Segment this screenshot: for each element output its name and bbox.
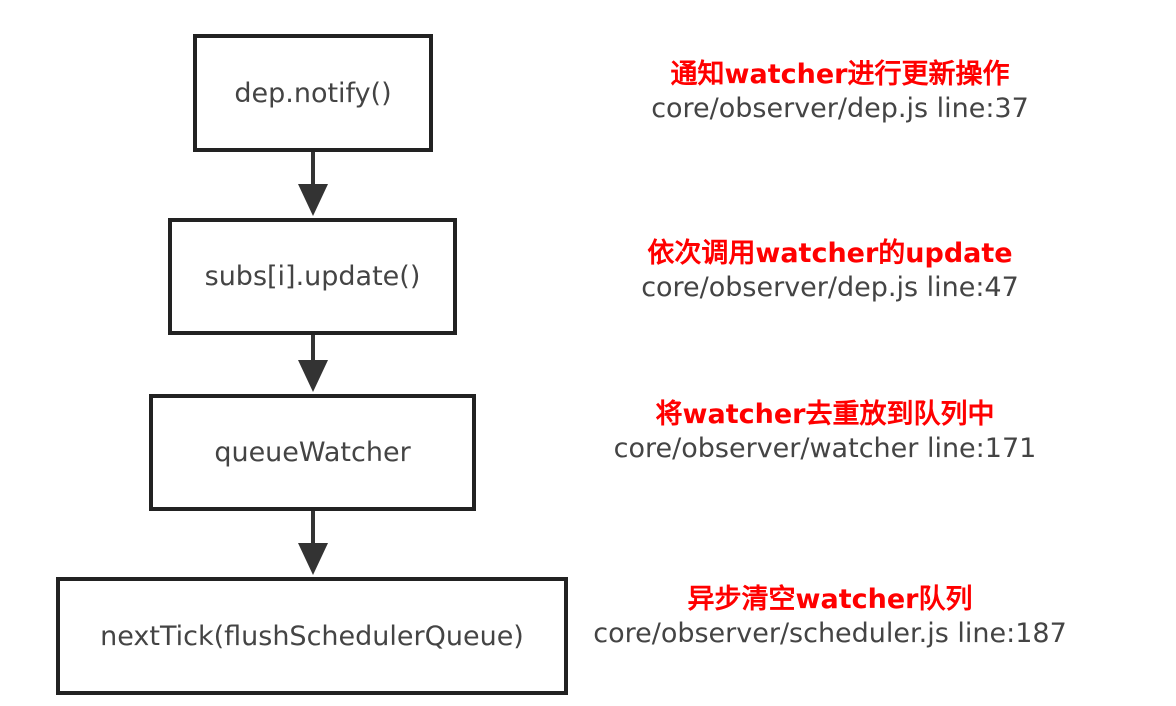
- step-label: nextTick(flushSchedulerQueue): [100, 620, 524, 652]
- note-title: 通知watcher进行更新操作: [670, 59, 1010, 90]
- step-box-queue-watcher: queueWatcher: [149, 394, 476, 511]
- step-note-3: 将watcher去重放到队列中 core/observer/watcher li…: [595, 398, 1055, 466]
- note-title: 异步清空watcher队列: [687, 584, 973, 615]
- note-path: core/observer/dep.js line:47: [641, 272, 1019, 303]
- arrow-1-2-head: [298, 184, 328, 216]
- step-box-next-tick: nextTick(flushSchedulerQueue): [56, 577, 568, 695]
- step-box-dep-notify: dep.notify(): [193, 34, 433, 152]
- note-title: 将watcher去重放到队列中: [655, 399, 995, 430]
- arrow-2-3-head: [298, 360, 328, 392]
- note-path: core/observer/dep.js line:37: [651, 93, 1029, 124]
- arrow-3-4-head: [298, 543, 328, 575]
- step-label: queueWatcher: [214, 437, 411, 468]
- step-note-1: 通知watcher进行更新操作 core/observer/dep.js lin…: [620, 58, 1060, 126]
- step-label: dep.notify(): [234, 77, 392, 109]
- step-label: subs[i].update(): [204, 261, 421, 292]
- step-note-2: 依次调用watcher的update core/observer/dep.js …: [610, 237, 1050, 305]
- step-box-subs-update: subs[i].update(): [168, 218, 457, 335]
- note-title: 依次调用watcher的update: [647, 238, 1013, 269]
- step-note-4: 异步清空watcher队列 core/observer/scheduler.js…: [565, 583, 1095, 651]
- note-path: core/observer/scheduler.js line:187: [593, 618, 1067, 649]
- note-path: core/observer/watcher line:171: [613, 433, 1037, 464]
